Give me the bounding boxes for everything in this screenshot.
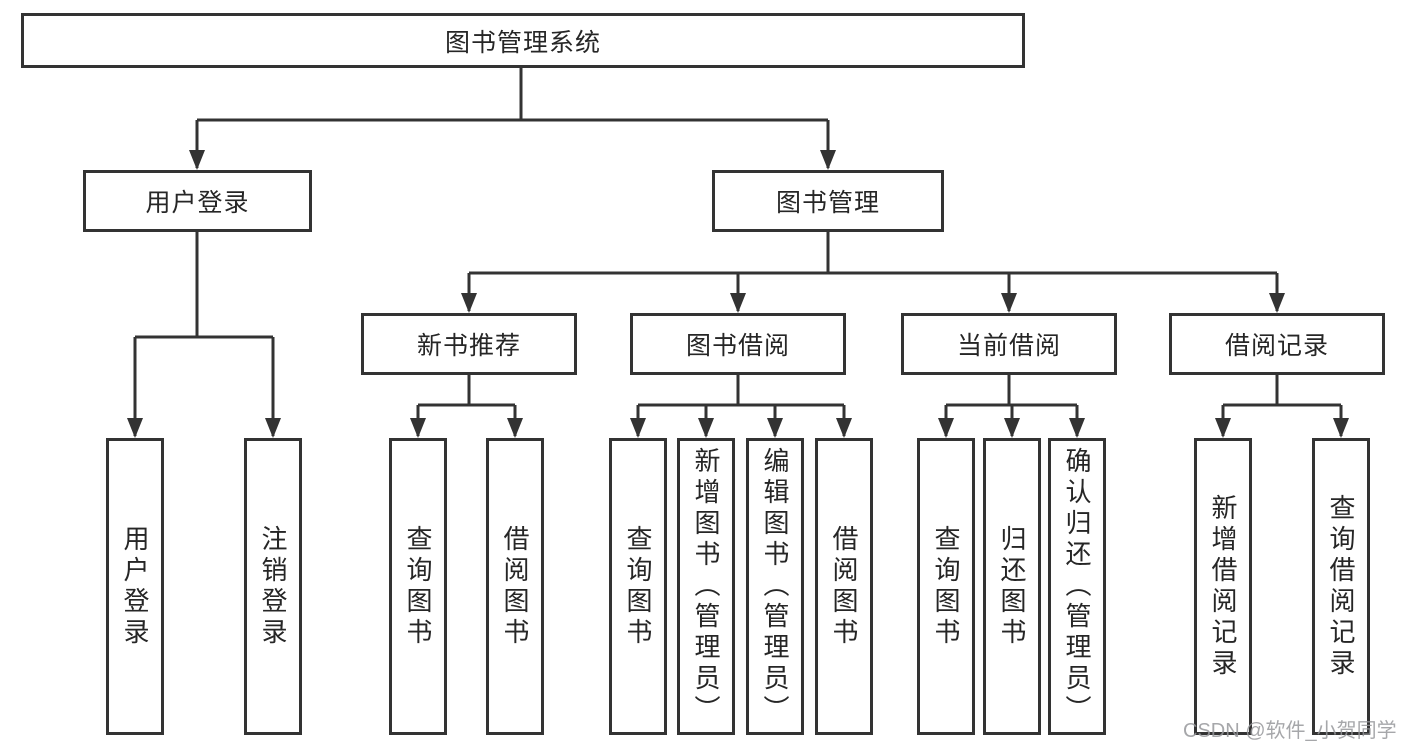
node-label: 查询图书 (623, 524, 653, 649)
node-label: 新书推荐 (416, 332, 521, 360)
leaf-add-borrow-record: 新增借阅记录 (1194, 438, 1252, 735)
node-label: 当前借阅 (956, 332, 1061, 360)
node-current-borrowing: 当前借阅 (901, 313, 1117, 375)
node-label: 用户登录 (145, 189, 250, 217)
node-label: 用户登录 (120, 524, 150, 649)
node-label: 查询借阅记录 (1326, 493, 1356, 680)
node-book-management: 图书管理 (712, 170, 944, 232)
leaf-borrow-books-borrowing: 借阅图书 (815, 438, 873, 735)
leaf-return-books: 归还图书 (983, 438, 1041, 735)
node-borrow-records: 借阅记录 (1169, 313, 1385, 375)
csdn-watermark: CSDN @软件_小贺同学 (1183, 720, 1397, 742)
node-label: 注销登录 (258, 524, 288, 649)
leaf-query-books-recommend: 查询图书 (389, 438, 447, 735)
leaf-query-books-current: 查询图书 (917, 438, 975, 735)
node-label: 新增借阅记录 (1208, 493, 1238, 680)
leaf-query-borrow-record: 查询借阅记录 (1312, 438, 1370, 735)
node-user-login: 用户登录 (83, 170, 312, 232)
leaf-query-books-borrowing: 查询图书 (609, 438, 667, 735)
node-label: 查询图书 (931, 524, 961, 649)
node-label: 图书借阅 (685, 332, 790, 360)
leaf-borrow-books-recommend: 借阅图书 (486, 438, 544, 735)
node-label: 查询图书 (403, 524, 433, 649)
leaf-confirm-return-admin: 确认归还（管理员） (1048, 438, 1106, 735)
node-root-library-system: 图书管理系统 (21, 13, 1025, 68)
leaf-logout: 注销登录 (244, 438, 302, 735)
node-label: 归还图书 (997, 524, 1027, 649)
node-new-book-recommend: 新书推荐 (361, 313, 577, 375)
leaf-edit-books-admin: 编辑图书（管理员） (746, 438, 804, 735)
node-label: 确认归还（管理员） (1062, 447, 1092, 726)
node-label: 图书管理 (775, 189, 880, 217)
node-book-borrowing: 图书借阅 (630, 313, 846, 375)
node-label: 编辑图书（管理员） (760, 447, 790, 726)
node-label: 图书管理系统 (444, 28, 601, 57)
leaf-add-books-admin: 新增图书（管理员） (677, 438, 735, 735)
node-label: 新增图书（管理员） (691, 447, 721, 726)
node-label: 借阅记录 (1224, 332, 1329, 360)
arrowhead-icons (127, 150, 1349, 438)
leaf-user-login: 用户登录 (106, 438, 164, 735)
node-label: 借阅图书 (829, 524, 859, 649)
node-label: 借阅图书 (500, 524, 530, 649)
